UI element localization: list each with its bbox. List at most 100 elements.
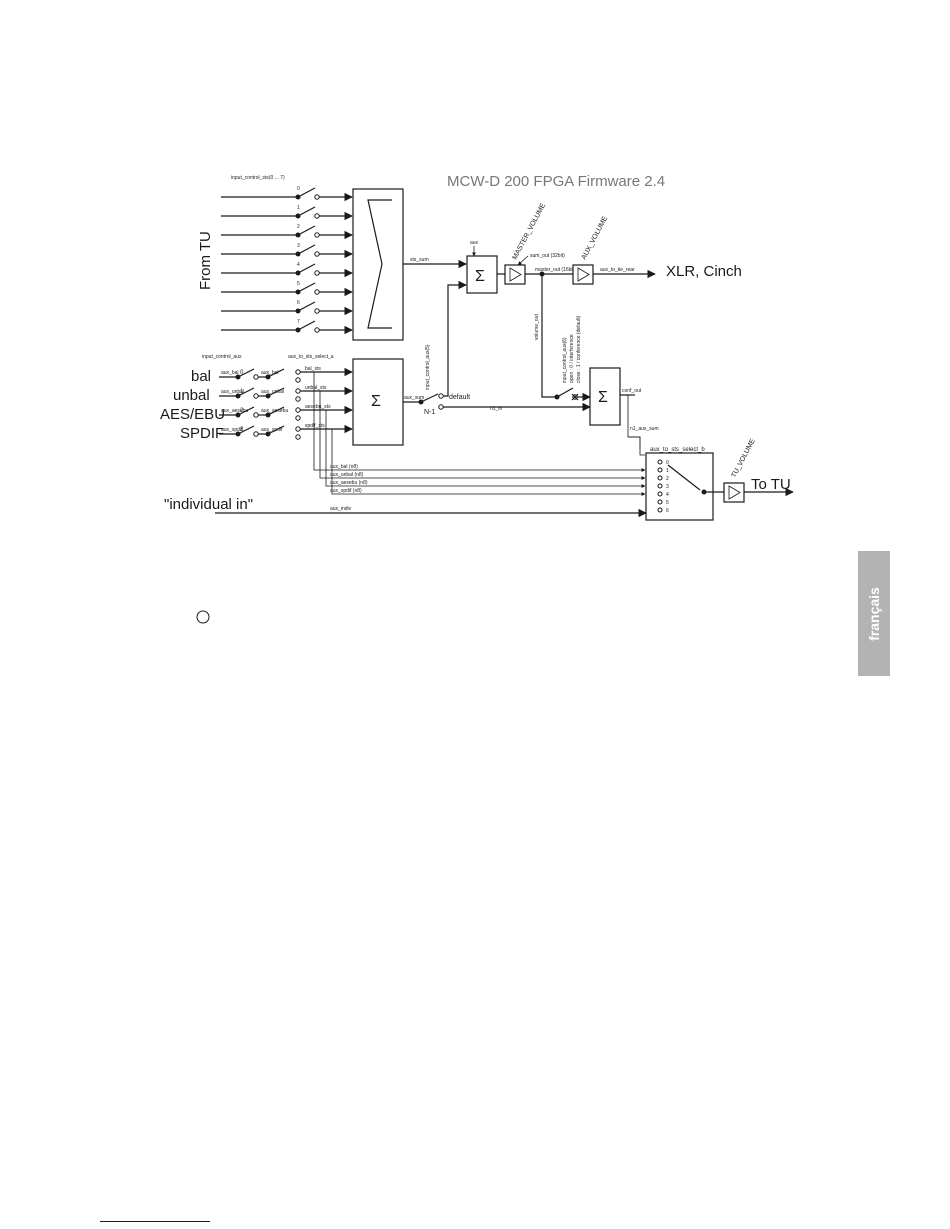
sts-index-label: 5 — [297, 281, 300, 287]
sts-sum-out-label: sts_sum — [410, 257, 429, 263]
aux-control5-label: input_control_aux(5) — [425, 344, 431, 390]
n1-switch-lever — [420, 393, 439, 403]
tu-amp-icon — [728, 485, 741, 500]
select-b-lever — [667, 464, 701, 491]
select-b-port — [657, 459, 663, 465]
sts-switch-lever — [297, 206, 316, 217]
aux-sigma-symbol: Σ — [371, 393, 381, 410]
aux-select-tag: aux_bal — [261, 370, 279, 376]
n1-default-contact — [438, 393, 444, 399]
sts-input-rows: 0 1 2 3 4 5 6 7 — [221, 186, 353, 335]
bus-line — [306, 390, 646, 480]
n1-label: N-1 — [424, 409, 435, 416]
n1-aux-sum-label: n1_aux_sum — [630, 426, 659, 432]
aux-input-tag: aux_aesebu — [221, 408, 248, 414]
aux-switch2-lever — [267, 368, 285, 378]
conf-out-label: conf_out — [622, 388, 642, 394]
aux-amp-icon — [577, 267, 590, 282]
aux-volume-out-label: aux_to_tie_rear — [600, 267, 635, 273]
master-gain-in-line — [517, 255, 529, 266]
sts-index-label: 7 — [297, 319, 300, 325]
bus-label: aux_unbal (n8) — [330, 472, 364, 478]
master-out-label: master_out (16bit) — [535, 267, 576, 273]
to-tu-label: To TU — [751, 476, 791, 493]
aux-switch1-contact — [253, 431, 259, 437]
sts-switch-contact — [314, 289, 320, 295]
aux-switch2-lever — [267, 425, 285, 435]
aux-sum-block — [352, 358, 404, 446]
conf-mode-line1: open : 0 / interference — [569, 334, 575, 383]
aux-switch1-contact — [253, 374, 259, 380]
sts-switch-lever — [297, 263, 316, 274]
sts-sum-block — [352, 188, 404, 341]
conf-cross-mark — [571, 393, 579, 401]
sts-control-header: input_control_sts(0 ... 7) — [231, 175, 285, 181]
diagram-title: MCW-D 200 FPGA Firmware 2.4 — [447, 173, 665, 190]
sts-index-label: 4 — [297, 262, 300, 268]
input-spdif-label: SPDIF — [180, 425, 224, 442]
bus-label-indiv: aux_indiv — [330, 506, 352, 512]
aux-index-label: 3 — [240, 427, 244, 433]
master-volume-block — [504, 264, 526, 285]
master-gain-in-label: sum_out (32bit) — [530, 253, 565, 259]
conf-switch-lever — [556, 387, 574, 398]
aux-volume-block — [572, 264, 594, 285]
select-b-port-label: 3 — [666, 484, 669, 490]
aux-index-label: 2 — [240, 408, 244, 414]
aux-switch1-lever — [237, 425, 255, 435]
sts-switch-lever — [297, 225, 316, 236]
select-b-port — [657, 499, 663, 505]
conf-control-label: input_control_aux(6) — [562, 337, 568, 383]
aux-select-tag: aux_unbal — [261, 389, 284, 395]
aux-volume-label: AUX_VOLUME — [581, 215, 610, 261]
aux-switch1-contact — [253, 393, 259, 399]
select-b-port — [657, 467, 663, 473]
aux-select-contact — [295, 426, 301, 432]
aux-sts-tag: bal_sts — [305, 366, 321, 372]
aux-switch2-lever — [267, 406, 285, 416]
tu-volume-block — [723, 482, 745, 503]
aux-sts-tag: spdif_sts — [305, 423, 325, 429]
n1-aux-sum-line — [627, 395, 641, 449]
sts-switch-contact — [314, 251, 320, 257]
xlr-cinch-label: XLR, Cinch — [666, 263, 742, 280]
select-b-port-label: 0 — [666, 460, 669, 466]
bus-lines: aux_bal (n8)aux_unbal (n8)aux_aesebu (n8… — [300, 371, 646, 496]
sts-switch-lever — [297, 301, 316, 312]
sts-index-label: 2 — [297, 224, 300, 230]
aux-input-tag: aux_unbal — [221, 389, 244, 395]
aux-select-contact — [295, 415, 301, 421]
aux-index-label: 0 — [240, 370, 244, 376]
aux-switch1-lever — [237, 368, 255, 378]
conf-mode-line2: close : 1 / conference (default) — [576, 315, 582, 383]
master-aux-in-label: aux — [470, 240, 479, 246]
aux-switch2-lever — [267, 387, 285, 397]
sts-index-label: 6 — [297, 300, 300, 306]
language-tab-label: français — [866, 586, 882, 641]
aux-select-tag: aux_aesebu — [261, 408, 288, 414]
sts-index-label: 0 — [297, 186, 300, 192]
from-tu-label: From TU — [197, 231, 214, 290]
select-b-port-label: 5 — [666, 500, 669, 506]
language-side-tab[interactable]: français — [858, 551, 890, 676]
sts-index-label: 1 — [297, 205, 300, 211]
volume-out-line — [541, 274, 555, 398]
sts-index-label: 3 — [297, 243, 300, 249]
sts-switch-lever — [297, 282, 316, 293]
select-b-port — [657, 483, 663, 489]
aux-control-header: input_control_aux — [202, 354, 242, 360]
aux-input-tag: aux_bal — [221, 370, 239, 376]
volume-out-label: volume_out — [534, 314, 540, 340]
aux-input-tag: aux_spdif — [221, 427, 243, 433]
circle-marker-icon — [196, 610, 210, 624]
select-b-port — [657, 475, 663, 481]
bus-line — [312, 409, 646, 488]
aux-index-label: 1 — [240, 389, 244, 395]
aux-select-contact — [295, 407, 301, 413]
bus-line — [300, 371, 646, 472]
select-b-port — [657, 491, 663, 497]
master-amp-icon — [509, 267, 522, 282]
aux-select-contact — [295, 434, 301, 440]
